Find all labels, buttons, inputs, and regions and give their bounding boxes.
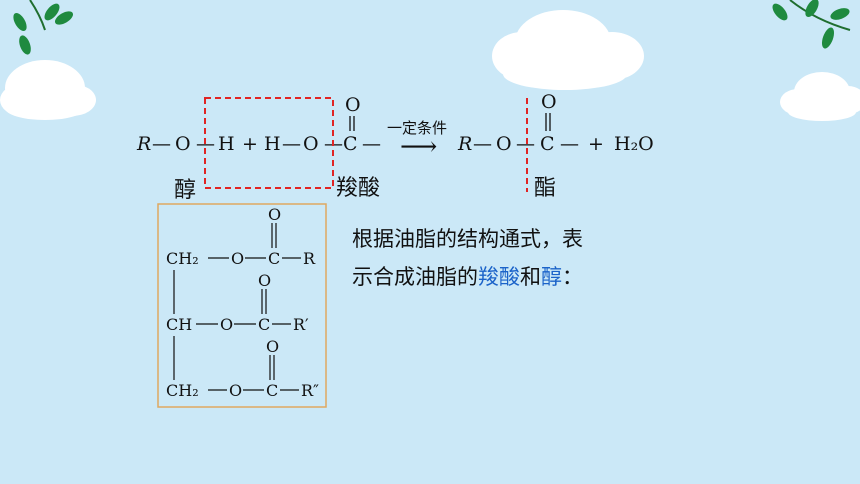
tg-ch2-1: CH₂: [166, 249, 199, 268]
reaction-o-1: O: [175, 133, 191, 155]
reaction-o-2: O: [303, 133, 319, 155]
description-prefix: 示合成油脂的: [352, 265, 478, 289]
reaction-c-1: C: [343, 133, 358, 155]
triglyceride-bonds: [173, 223, 301, 391]
reaction-carbonyl-o-1: O: [345, 94, 361, 116]
reaction-water: H₂O: [614, 133, 654, 155]
tg-carbonyl-o-3: O: [266, 337, 279, 356]
tg-carbonyl-o-1: O: [268, 205, 281, 224]
cloud-left-icon: [0, 60, 96, 120]
label-alcohol: 醇: [174, 178, 197, 203]
highlight-carboxylic-acid: 羧酸: [478, 265, 520, 289]
cloud-center-icon: [492, 10, 644, 90]
reaction-highlight-boxes: [204, 97, 528, 192]
reaction-h-1: H: [218, 133, 235, 155]
description-middle: 和: [520, 265, 541, 289]
carbonyl-double-bonds: [349, 113, 551, 131]
tg-c-1: C: [268, 249, 280, 268]
reaction-r-1: R: [136, 133, 151, 155]
reaction-bond-5: —: [362, 133, 381, 155]
reaction-plus-2: +: [588, 133, 604, 155]
reaction-carbonyl-o-2: O: [541, 91, 557, 113]
reaction-bond-8: —: [560, 133, 579, 155]
tg-carbonyl-o-2: O: [258, 271, 271, 290]
description-line-1: 根据油脂的结构通式，表: [352, 227, 583, 251]
tg-o-2: O: [220, 315, 233, 334]
leaf-branch-top-right-icon: [772, 0, 851, 49]
reaction-bond-1: —: [152, 133, 171, 155]
cloud-right-icon: [780, 72, 860, 121]
reaction-c-2: C: [540, 133, 555, 155]
reaction-arrow: ⟶: [400, 132, 437, 162]
tg-ch: CH: [166, 315, 192, 334]
reaction-plus-1: +: [242, 133, 258, 155]
description-line-2: 示合成油脂的羧酸和醇：: [352, 258, 672, 296]
description-suffix: ：: [562, 265, 583, 289]
reaction-h-2: H: [264, 133, 281, 155]
structure-frame: [157, 203, 327, 408]
tg-r2: R′: [293, 315, 309, 334]
reaction-bond-3: —: [282, 133, 301, 155]
label-ester: 酯: [534, 176, 557, 201]
reaction-bond-7: —: [516, 133, 535, 155]
dashed-box-water-removal: [204, 97, 334, 189]
reaction-bond-6: —: [473, 133, 492, 155]
label-carboxylic-acid: 羧酸: [336, 176, 381, 201]
reaction-r-2: R: [457, 133, 472, 155]
tg-r3: R″: [301, 381, 319, 400]
tg-ch2-2: CH₂: [166, 381, 199, 400]
tg-o-1: O: [231, 249, 244, 268]
tg-o-3: O: [229, 381, 242, 400]
description-text: 根据油脂的结构通式，表 示合成油脂的羧酸和醇：: [352, 220, 672, 296]
tg-r1: R: [303, 249, 316, 268]
reaction-o-3: O: [496, 133, 512, 155]
tg-c-3: C: [266, 381, 278, 400]
reaction-condition: 一定条件: [387, 119, 447, 137]
tg-c-2: C: [258, 315, 270, 334]
highlight-alcohol: 醇: [541, 265, 562, 289]
leaf-branch-top-left-icon: [13, 0, 74, 55]
